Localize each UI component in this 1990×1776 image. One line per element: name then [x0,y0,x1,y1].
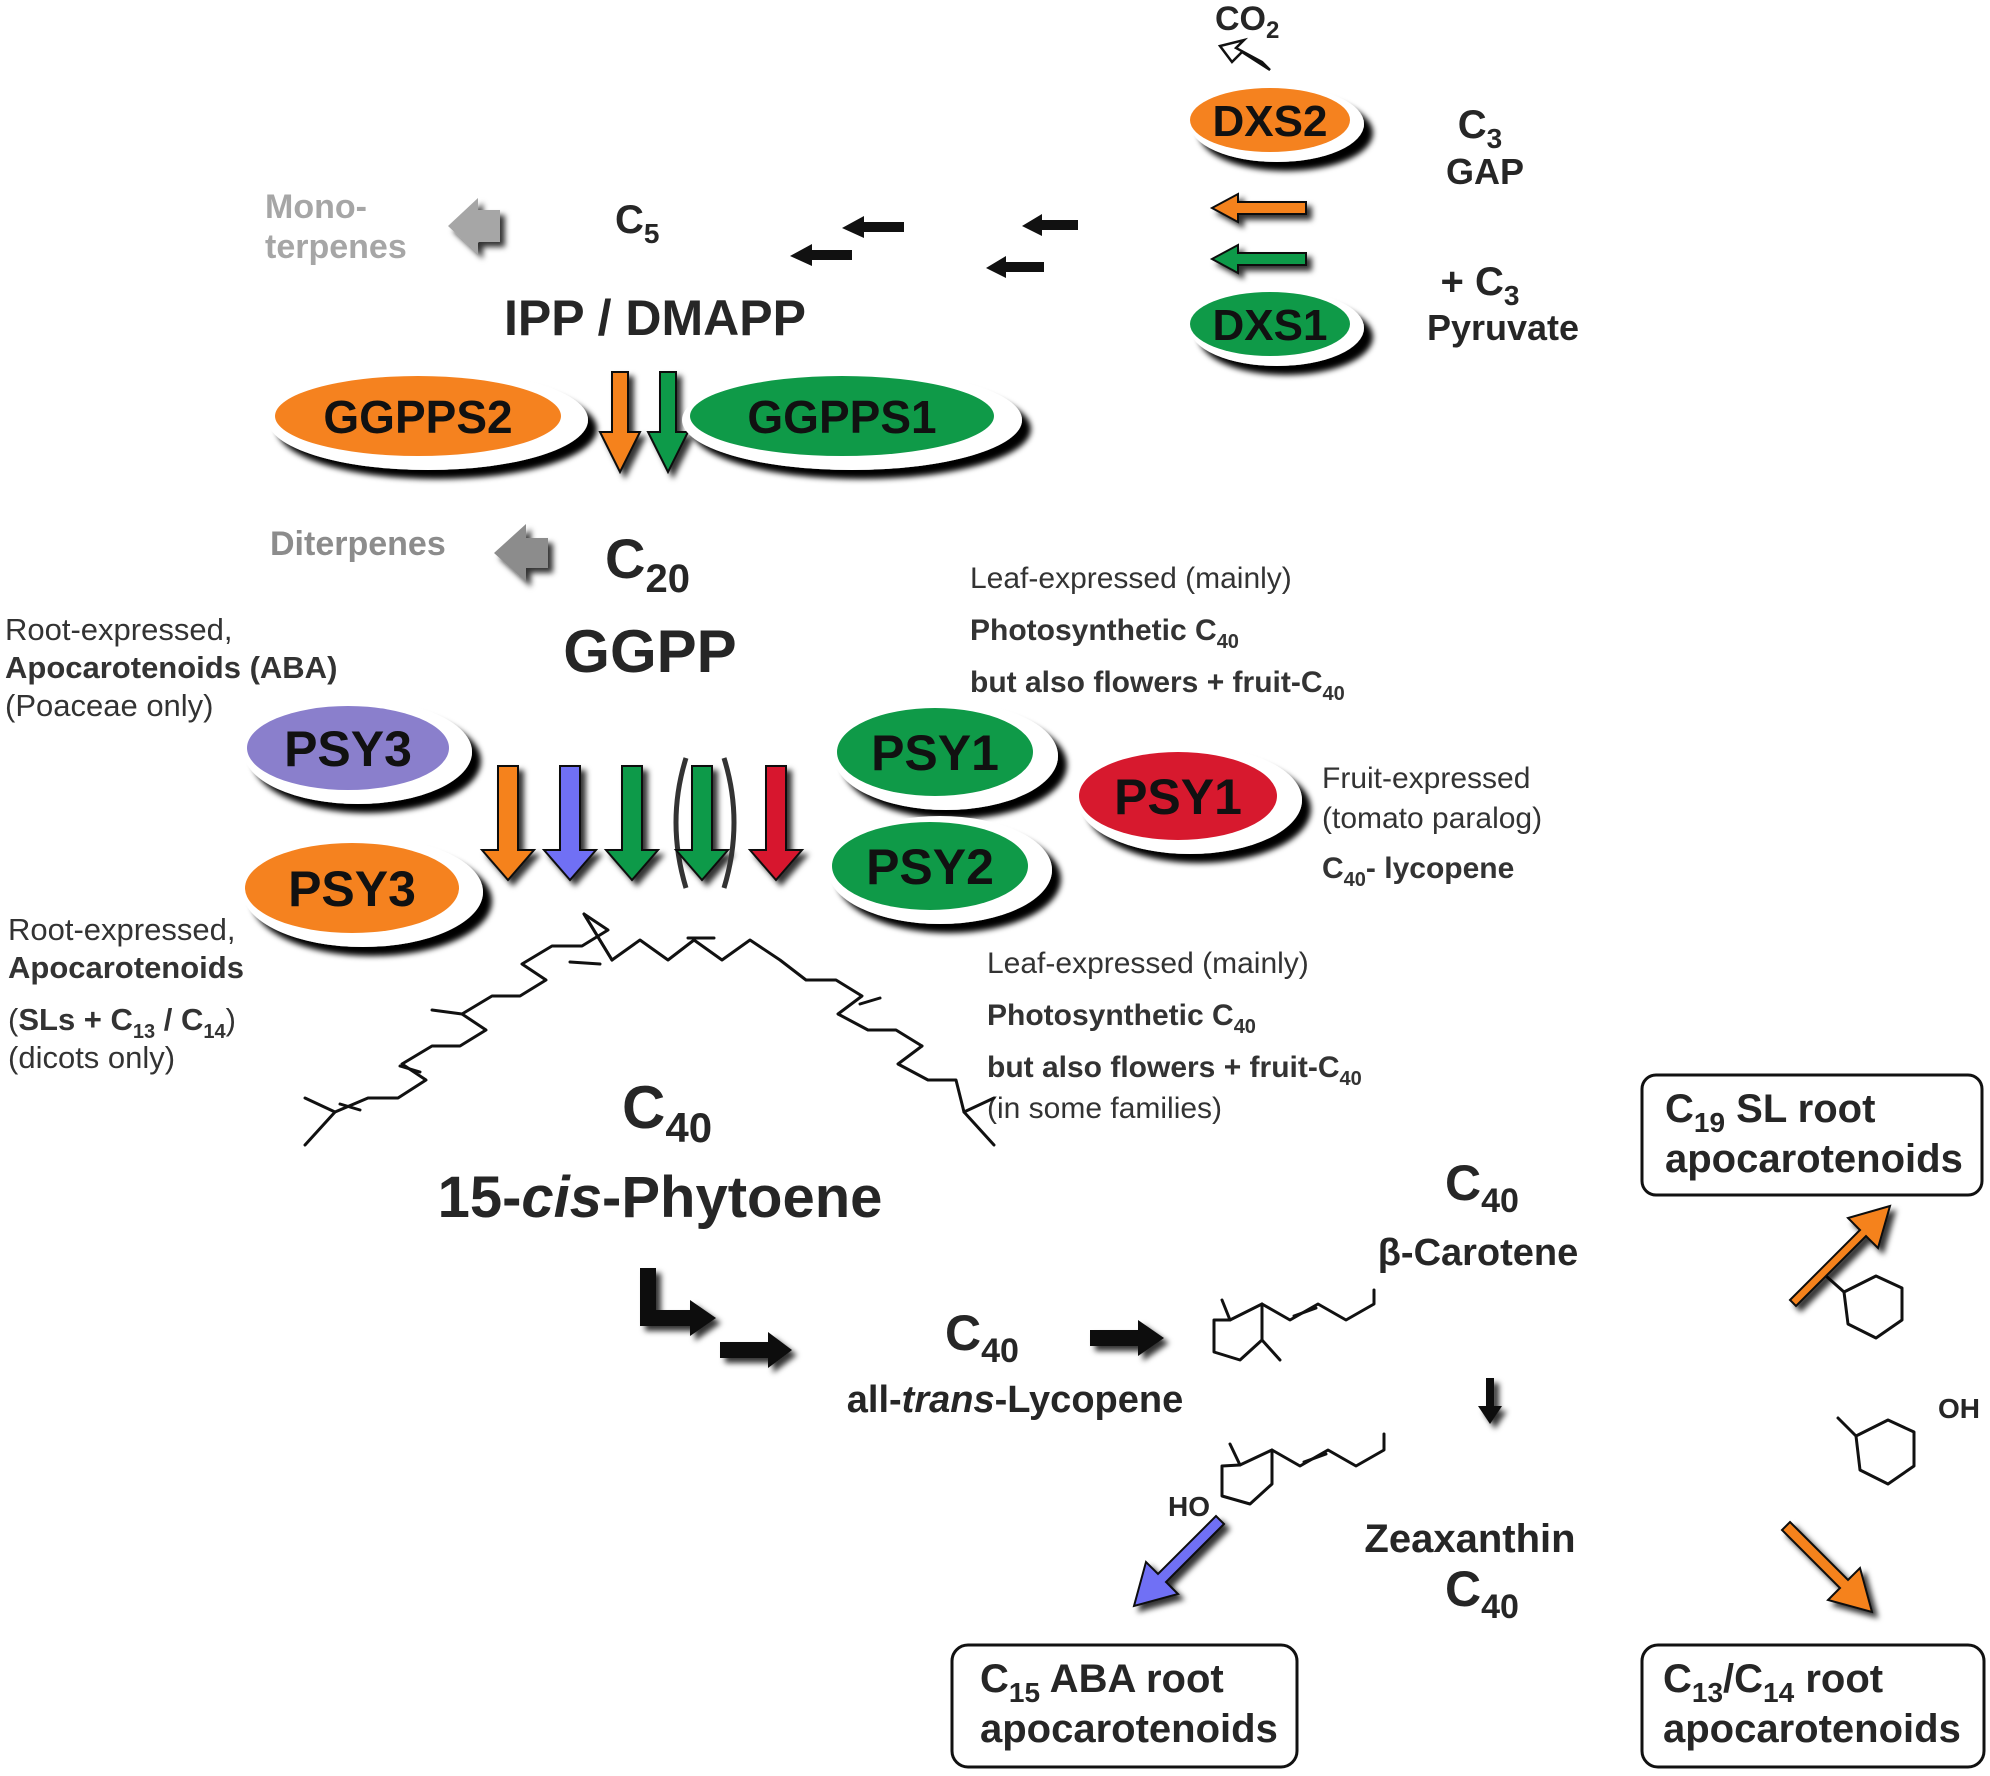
ipp-dmapp-label: IPP / DMAPP [504,290,806,346]
root-sl-line2: Apocarotenoids [8,950,244,985]
leaf-bottom-line3: but also flowers + fruit-C40 [987,1051,1362,1090]
ggpps2-enzyme: GGPPS2 [268,370,588,470]
orange-dxs-arrow [1209,192,1307,224]
zeaxanthin-oh-right: OH [1938,1393,1980,1424]
phytoene-bent-arrow [640,1268,716,1336]
dxs1-label: DXS1 [1213,301,1328,350]
dxs2-enzyme: DXS2 [1190,86,1364,162]
step-arrow-3 [842,216,904,238]
c19-line1: C19 SL root [1665,1087,1875,1138]
step-arrow-2 [986,256,1044,278]
c15-line1: C15 ABA root [980,1657,1224,1708]
carotene-to-c19-arrow [1788,1204,1892,1308]
c13-line1: C13/C14 root [1663,1657,1883,1708]
zeaxanthin-c40: C40 [1445,1561,1519,1626]
co2-release-arrow [1217,37,1271,72]
root-aba-line3: (Poaceae only) [5,688,214,723]
fruit-line1: Fruit-expressed [1322,762,1530,795]
monoterpene-arrow [448,198,500,254]
fruit-line3: C40- lycopene [1322,852,1514,891]
diterpene-arrow [494,524,548,582]
psy1-green-label: PSY1 [871,725,999,781]
psy3-orange-label: PSY3 [288,861,416,917]
phytoene-name: 15-cis-Phytoene [438,1165,883,1230]
fruit-line2: (tomato paralog) [1322,802,1542,835]
psy-red-arrow [747,765,805,882]
c15-line2: apocarotenoids [980,1707,1278,1751]
zeaxanthin-name: Zeaxanthin [1364,1517,1575,1561]
psy2-green-enzyme: PSY2 [828,816,1052,924]
psy3-purple-label: PSY3 [284,721,412,777]
c13-line2: apocarotenoids [1663,1707,1961,1751]
co2-label: CO2 [1215,0,1279,44]
c3-pyruvate-label: + C3 [1441,260,1520,311]
psy3-purple-enzyme: PSY3 [244,700,472,804]
monoterpenes-label-2: terpenes [265,228,407,266]
psy-orange-arrow [479,765,537,882]
leaf-top-line1: Leaf-expressed (mainly) [970,562,1292,595]
c20-label: C20 [605,527,690,601]
diterpenes-label: Diterpenes [270,525,446,563]
psy-green-arrow-2 [673,765,731,882]
monoterpenes-label: Mono- [265,188,367,226]
phytoene-c40: C40 [622,1074,712,1151]
leaf-bottom-line2: Photosynthetic C40 [987,999,1256,1038]
psy-blue-arrow [541,765,599,882]
ggpps1-enzyme: GGPPS1 [682,370,1022,470]
zeaxanthin-oh-left: HO [1168,1491,1210,1522]
psy1-green-enzyme: PSY1 [834,702,1058,810]
leaf-bottom-line4: (in some families) [987,1092,1222,1125]
lycopene-c40: C40 [945,1305,1019,1370]
ggpps1-label: GGPPS1 [747,391,936,443]
zeaxanthin-to-aba-arrow [1132,1514,1226,1608]
psy-green-arrow-1 [603,765,661,882]
root-sl-line3: (SLs + C13 / C14) [8,1002,236,1043]
psy1-red-enzyme: PSY1 [1078,746,1302,854]
green-ggpps-arrow [646,371,690,475]
c19-sl-box: C19 SL root apocarotenoids [1640,1073,1984,1197]
zeaxanthin-to-c13-arrow [1780,1520,1874,1614]
psy1-red-label: PSY1 [1114,769,1242,825]
pyruvate-label: Pyruvate [1427,307,1579,348]
paren-close [721,757,737,889]
leaf-top-line3: but also flowers + fruit-C40 [970,666,1345,705]
dxs1-enzyme: DXS1 [1190,290,1364,366]
leaf-bottom-line1: Leaf-expressed (mainly) [987,947,1309,980]
c3-gap-label: C3 [1458,103,1502,154]
phytoene-step-arrow [720,1332,792,1368]
green-dxs-arrow [1209,243,1307,275]
phytoene-structure [303,912,996,1147]
c13-c14-box: C13/C14 root apocarotenoids [1640,1643,1986,1769]
gap-label: GAP [1446,151,1524,192]
beta-carotene-structure [1212,1274,1904,1362]
root-aba-line1: Root-expressed, [5,612,232,647]
c15-aba-box: C15 ABA root apocarotenoids [950,1643,1299,1769]
dxs2-label: DXS2 [1213,97,1328,146]
orange-ggpps-arrow [598,371,642,475]
ggpp-label: GGPP [563,618,736,685]
c19-line2: apocarotenoids [1665,1137,1963,1181]
lycopene-arrow [1090,1320,1164,1356]
zeaxanthin-structure [1220,1416,1916,1506]
psy3-orange-enzyme: PSY3 [243,837,483,947]
step-arrow-1 [1022,214,1078,236]
ggpps2-label: GGPPS2 [323,391,512,443]
root-sl-line4: (dicots only) [8,1040,175,1075]
root-aba-line2: Apocarotenoids (ABA) [5,650,337,685]
c5-label: C5 [615,198,659,249]
lycopene-name: all-trans-Lycopene [847,1379,1183,1421]
carotene-name: β-Carotene [1378,1232,1579,1274]
paren-open [673,757,689,889]
root-sl-line1: Root-expressed, [8,912,235,947]
mep-step-arrows [790,214,1078,278]
carotene-c40: C40 [1445,1155,1519,1220]
psy2-green-label: PSY2 [866,839,994,895]
carotene-down-arrow [1478,1378,1502,1424]
step-arrow-4 [790,244,852,266]
leaf-top-line2: Photosynthetic C40 [970,614,1239,653]
